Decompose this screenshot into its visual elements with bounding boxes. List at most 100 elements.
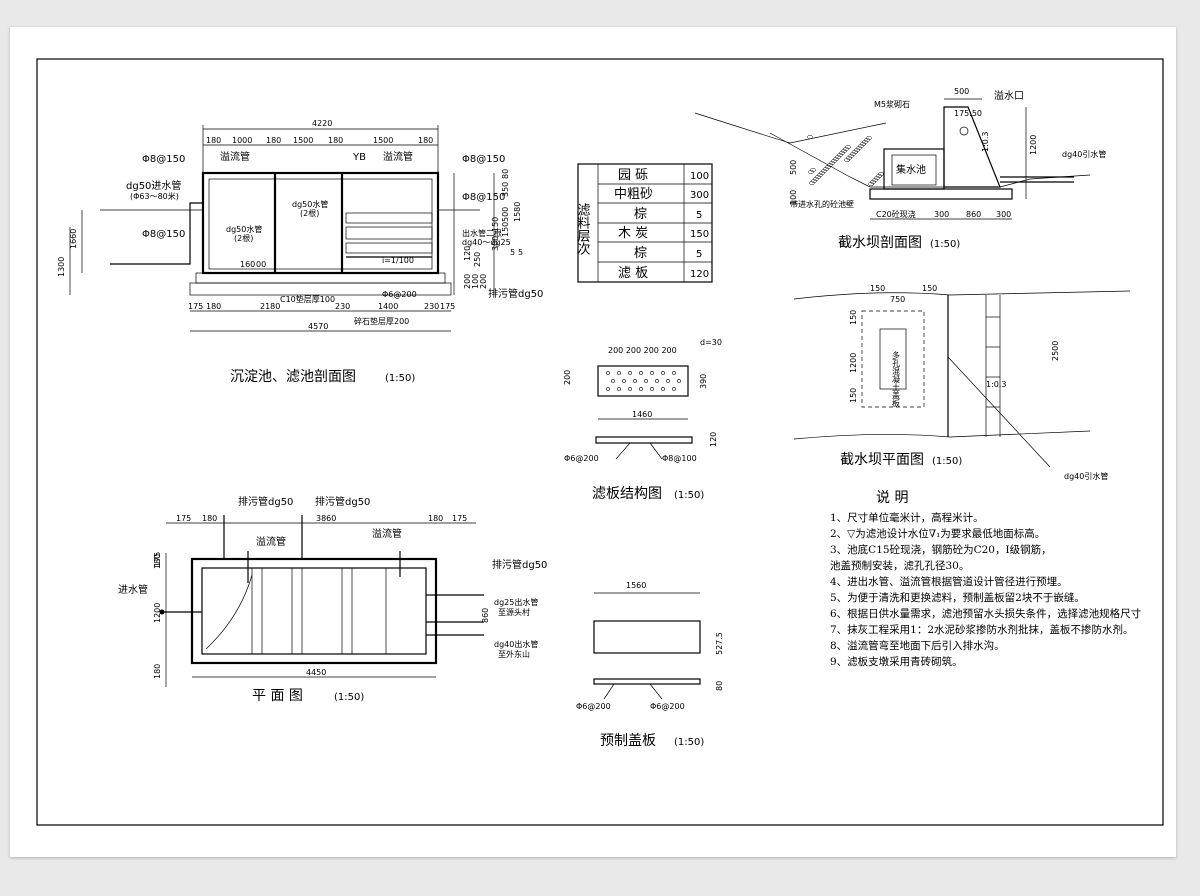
dim-d1: 180 [206, 136, 221, 145]
cover-plate-outline [593, 620, 701, 654]
filter-row-value-5: 120 [690, 269, 709, 280]
filter-hole [644, 379, 648, 383]
plate-dim-thick: 120 [709, 432, 718, 447]
dim-bottom-175a: 175 [188, 302, 203, 311]
section-title: 沉淀池、滤池剖面图 [230, 369, 356, 385]
c20-pad [869, 188, 1013, 200]
dim-right-100: 100 [471, 274, 480, 289]
plan-dim-a3: 180 [428, 514, 443, 523]
filter-plate-outline [597, 365, 689, 397]
rubble-stone [866, 135, 872, 141]
rubble-stone [878, 171, 884, 177]
note-item-7: 7、抹灰工程采用1：2水泥砂浆掺防水剂批抹，盖板不掺防水剂。 [830, 623, 1134, 636]
dam-section-scale: (1:50) [930, 239, 960, 250]
label-slope: i=1/100 [382, 256, 414, 265]
dam-wall [943, 106, 1001, 188]
dim-left-1660: 1660 [69, 229, 78, 249]
dam-label-elev: 175.50 [954, 109, 982, 118]
dam-section-title: 截水坝剖面图 [838, 235, 922, 251]
filter-hole [672, 371, 676, 375]
filter-hole [677, 379, 681, 383]
dim-bottom-180: 180 [206, 302, 221, 311]
filter-hole [650, 387, 654, 391]
label-overflow-1: 溢流管 [220, 150, 250, 163]
filter-row-name-0: 园 砾 [618, 168, 648, 183]
label-inlet: dg50进水管 [126, 179, 181, 192]
label-00: 00 [256, 260, 266, 269]
dim-right-5b: 5 [518, 248, 523, 257]
plan-label-overflow-2: 溢流管 [372, 527, 402, 540]
filter-hole [628, 387, 632, 391]
plate-dim-spacing: 200 200 200 200 [608, 346, 677, 355]
section-scale: (1:50) [385, 373, 415, 384]
filter-hole [633, 379, 637, 383]
filter-hole [666, 379, 670, 383]
dim-bottom-175b: 175 [440, 302, 455, 311]
dim-d3: 180 [266, 136, 281, 145]
plan-scale: (1:50) [334, 692, 364, 703]
dim-bottom-1400: 1400 [378, 302, 398, 311]
plan-dim-a1: 175 [176, 514, 191, 523]
filter-table-side-label: 滤料层次 [575, 203, 591, 255]
dim-bottom-2180: 2180 [260, 302, 280, 311]
dam-plan-dim-h: 2500 [1051, 341, 1060, 361]
label-rebar-right-top: Φ8@150 [462, 154, 505, 165]
filter-hole [661, 387, 665, 391]
dam-plan-dim-l3: 150 [849, 388, 858, 403]
note-item-8: 8、溢流管弯至地面下后引入排水沟。 [830, 639, 1005, 652]
filter-hole [617, 387, 621, 391]
filter-hole [639, 387, 643, 391]
label-drain: 排污管dg50 [488, 287, 543, 300]
dam-plan-dim-l1: 150 [849, 310, 858, 325]
plan-dim-a4: 175 [452, 514, 467, 523]
filter-row-value-2: 5 [696, 210, 702, 221]
dim-bottom-230b: 230 [424, 302, 439, 311]
dam-label-slope: 1:0.3 [981, 131, 990, 152]
plan-dim-a2: 180 [202, 514, 217, 523]
dam-label-stone: M5浆砌石 [874, 99, 910, 109]
engineering-drawing: 4220 180 1000 180 1500 180 1500 180 溢流管 … [36, 58, 1164, 826]
rubble-stone [810, 167, 816, 173]
dim-right-80: 80 [501, 169, 510, 179]
c10-pad [195, 272, 446, 284]
rubble-stone [807, 134, 813, 140]
plate-dim-hole: d=30 [700, 338, 722, 347]
filter-row-name-5: 滤 板 [618, 266, 648, 281]
filter-plate-section [595, 436, 693, 444]
cover-plate-title: 预制盖板 [600, 733, 656, 749]
plan-dim-l3: 180 [153, 664, 162, 679]
plan-label-outlet-2-sub: 至外东山 [498, 649, 530, 659]
plate-dim-right: 390 [699, 374, 708, 389]
plan-label-outlet-1: dg25出水管 [494, 597, 538, 607]
label-water-pipe-a-sub: (2根) [234, 233, 253, 243]
dim-right-1580: 1580 [513, 202, 522, 222]
cover-dim-thick: 80 [715, 681, 724, 691]
dim-right-5a: 5 [510, 248, 515, 257]
dam-plan-label-cover: 多孔混凝土盖板 [892, 350, 901, 408]
filter-row-value-0: 100 [690, 171, 709, 182]
filter-hole [606, 371, 610, 375]
filter-row-value-1: 300 [690, 190, 709, 201]
filter-row-value-4: 5 [696, 249, 702, 260]
note-item-3: 3、池底C15砼现浇，钢筋砼为C20，Ⅰ级钢筋， [830, 543, 1052, 556]
dam-plan-label-slope: 1:0.3 [986, 380, 1007, 389]
dim-bottom-total: 4570 [308, 322, 328, 331]
label-outlet-size: dg40～dg25 [462, 238, 511, 247]
filter-hole [611, 379, 615, 383]
label-yb: YB [352, 152, 366, 163]
dam-plan-title: 截水坝平面图 [840, 452, 924, 468]
dim-right-200b: 200 [479, 274, 488, 289]
filter-hole [655, 379, 659, 383]
dam-label-sump: 集水池 [896, 163, 926, 176]
plan-tank-outer [190, 557, 438, 665]
drawing-frame [36, 58, 1164, 826]
plan-label-inlet: 进水管 [118, 583, 148, 596]
label-c10-pad: C10垫层厚100 [280, 294, 335, 304]
filter-plate-drawing: 200 200 200 200 d=30 200 390 1460 120 Φ6… [563, 338, 722, 502]
dam-label-wall: 带进水孔的砼池壁 [790, 199, 854, 209]
plate-rebar-a: Φ6@200 [564, 454, 599, 463]
plan-drawing: 排污管dg50 排污管dg50 175 180 3860 180 175 溢流管… [118, 495, 547, 704]
filter-plate-title: 滤板结构图 [592, 486, 662, 502]
dim-right-200a: 200 [463, 274, 472, 289]
dam-plan-dim-t3: 150 [922, 284, 937, 293]
